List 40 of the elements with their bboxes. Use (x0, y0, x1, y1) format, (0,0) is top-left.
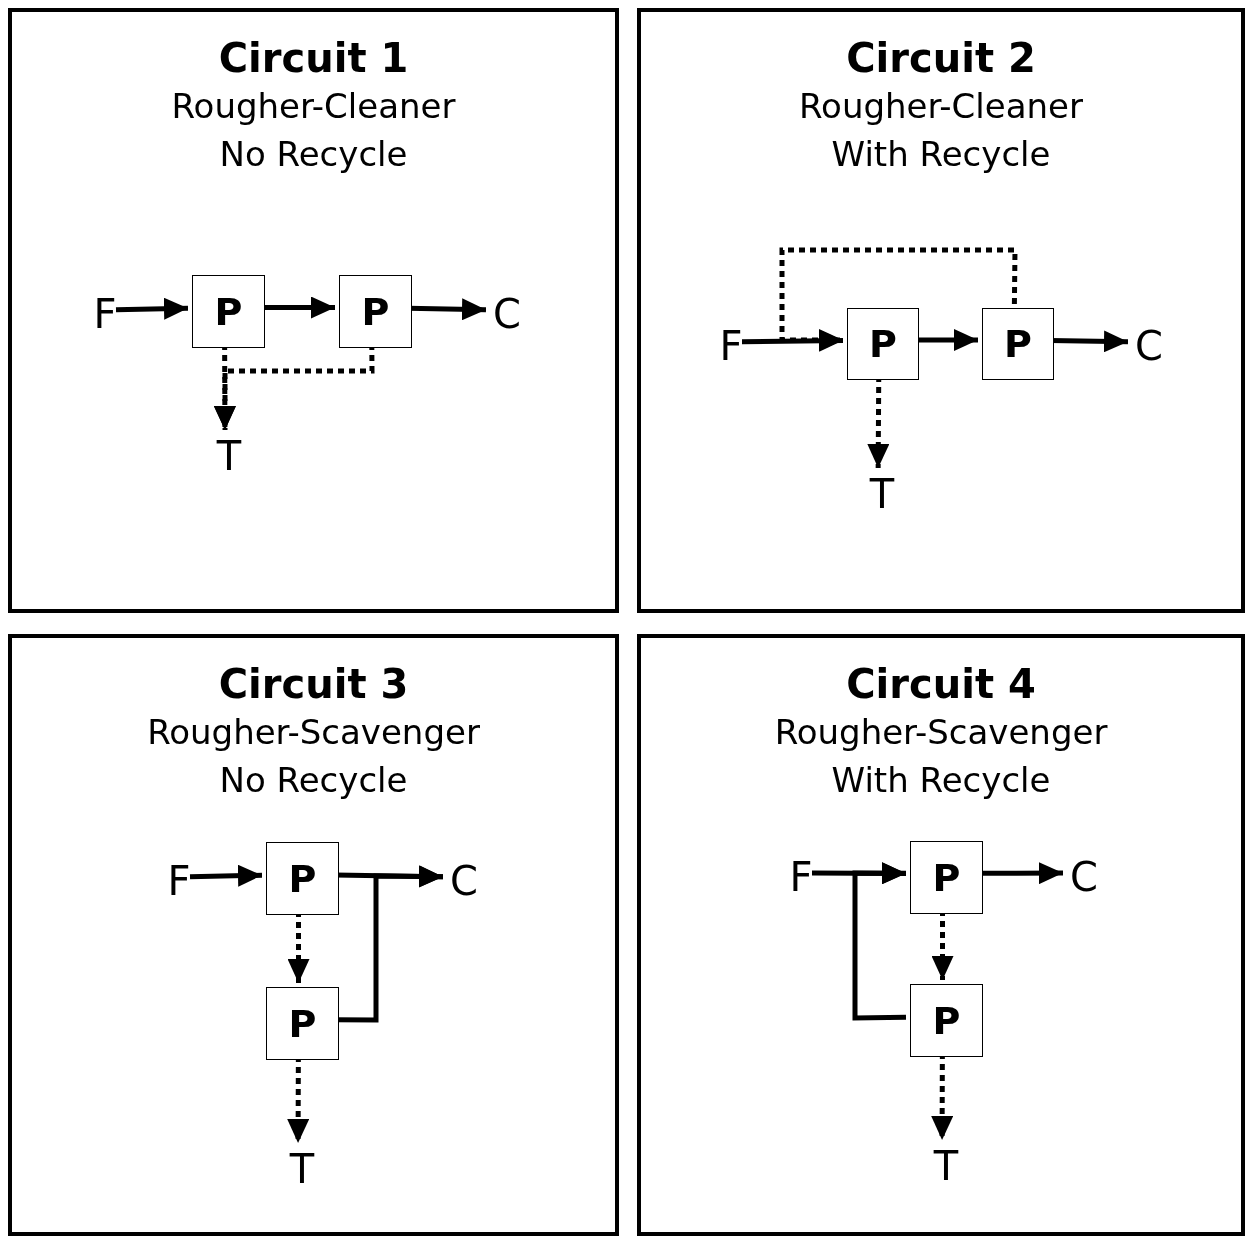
process-box: P (192, 275, 265, 348)
process-box: P (910, 984, 983, 1057)
panel-title: Circuit 2 (845, 34, 1037, 82)
circuit-panel (8, 8, 619, 613)
flow-arrow (779, 247, 1018, 351)
circuit-panel (8, 634, 619, 1236)
stream-label: T (867, 472, 897, 516)
process-box: P (266, 842, 339, 915)
stream-label: C (447, 859, 481, 903)
stream-label: T (287, 1147, 317, 1191)
process-box: P (266, 987, 339, 1060)
panel-subtitle: Rougher-Cleaner (798, 85, 1084, 128)
stream-label: F (786, 855, 816, 899)
stream-label: C (1067, 855, 1101, 899)
panel-subtitle: No Recycle (218, 759, 409, 802)
panel-title: Circuit 1 (217, 34, 410, 82)
process-box: P (910, 841, 983, 914)
panel-subtitle: Rougher-Scavenger (773, 711, 1109, 754)
panel-subtitle: Rougher-Cleaner (170, 85, 457, 128)
process-box: P (339, 275, 412, 348)
stream-label: C (490, 292, 524, 336)
flow-arrow (115, 297, 189, 320)
flow-arrow (189, 864, 263, 887)
stream-label: F (90, 292, 120, 336)
stream-label: F (716, 324, 746, 368)
panel-subtitle: With Recycle (830, 133, 1052, 176)
panel-subtitle: With Recycle (830, 759, 1052, 802)
flow-arrow (852, 862, 907, 1021)
process-box: P (847, 308, 919, 380)
process-box: P (982, 308, 1054, 380)
panel-title: Circuit 3 (217, 660, 410, 708)
circuit-panel (637, 8, 1245, 613)
circuit-panel (637, 634, 1245, 1236)
stream-label: F (164, 859, 194, 903)
stream-label: T (214, 434, 244, 478)
stream-label: T (931, 1144, 961, 1188)
panel-subtitle: No Recycle (218, 133, 409, 176)
panel-subtitle: Rougher-Scavenger (146, 711, 481, 754)
stream-label: C (1132, 324, 1166, 368)
panel-title: Circuit 4 (845, 660, 1037, 708)
